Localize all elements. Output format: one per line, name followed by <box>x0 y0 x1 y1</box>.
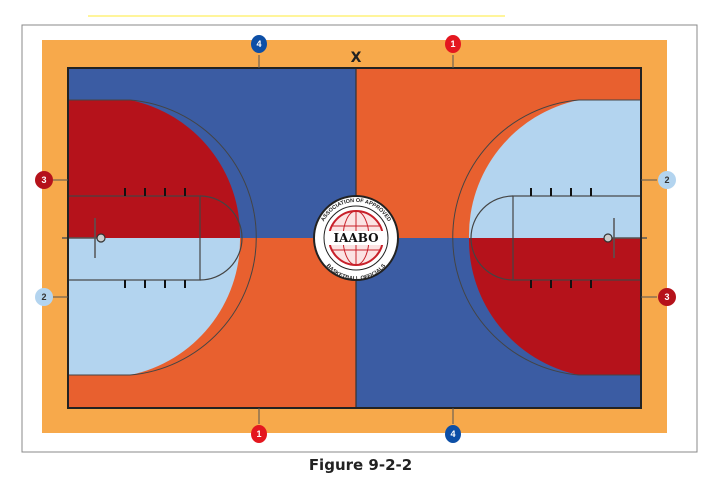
marker-bottom-left: 1 <box>251 425 267 443</box>
figure-caption: Figure 9-2-2 <box>308 456 413 474</box>
svg-text:4: 4 <box>256 39 261 49</box>
right-basket <box>603 233 613 243</box>
svg-text:3: 3 <box>664 292 669 302</box>
marker-right-upper: 2 <box>658 171 676 189</box>
left-free-throw-arc <box>199 195 243 281</box>
right-hash-marks <box>530 188 592 288</box>
right-area-light-blue <box>468 100 641 238</box>
marker-right-lower: 3 <box>658 288 676 306</box>
marker-ticks <box>53 55 657 424</box>
marker-bottom-right: 4 <box>445 425 461 443</box>
right-area-red <box>468 238 641 375</box>
left-area-red <box>68 100 241 238</box>
left-basket <box>96 233 106 243</box>
left-hash-marks <box>124 188 186 288</box>
center-mark: X <box>351 50 362 66</box>
svg-text:4: 4 <box>450 429 455 439</box>
svg-text:2: 2 <box>41 292 46 302</box>
marker-left-upper: 3 <box>35 171 53 189</box>
marker-top-left: 4 <box>251 35 267 53</box>
left-three-point-line <box>68 99 257 376</box>
svg-text:2: 2 <box>664 175 669 185</box>
logo-initials: IAABO <box>333 231 378 245</box>
svg-text:1: 1 <box>450 39 455 49</box>
left-area-light-blue <box>68 238 241 375</box>
svg-text:3: 3 <box>41 175 46 185</box>
right-free-throw-arc <box>470 195 514 281</box>
iaabo-logo: IAABO ASSOCIATION OF APPROVED BASKETBALL… <box>313 195 399 282</box>
marker-left-lower: 2 <box>35 288 53 306</box>
svg-text:1: 1 <box>256 429 261 439</box>
right-three-point-line <box>452 99 641 376</box>
marker-top-right: 1 <box>445 35 461 53</box>
court-outline <box>67 67 642 409</box>
